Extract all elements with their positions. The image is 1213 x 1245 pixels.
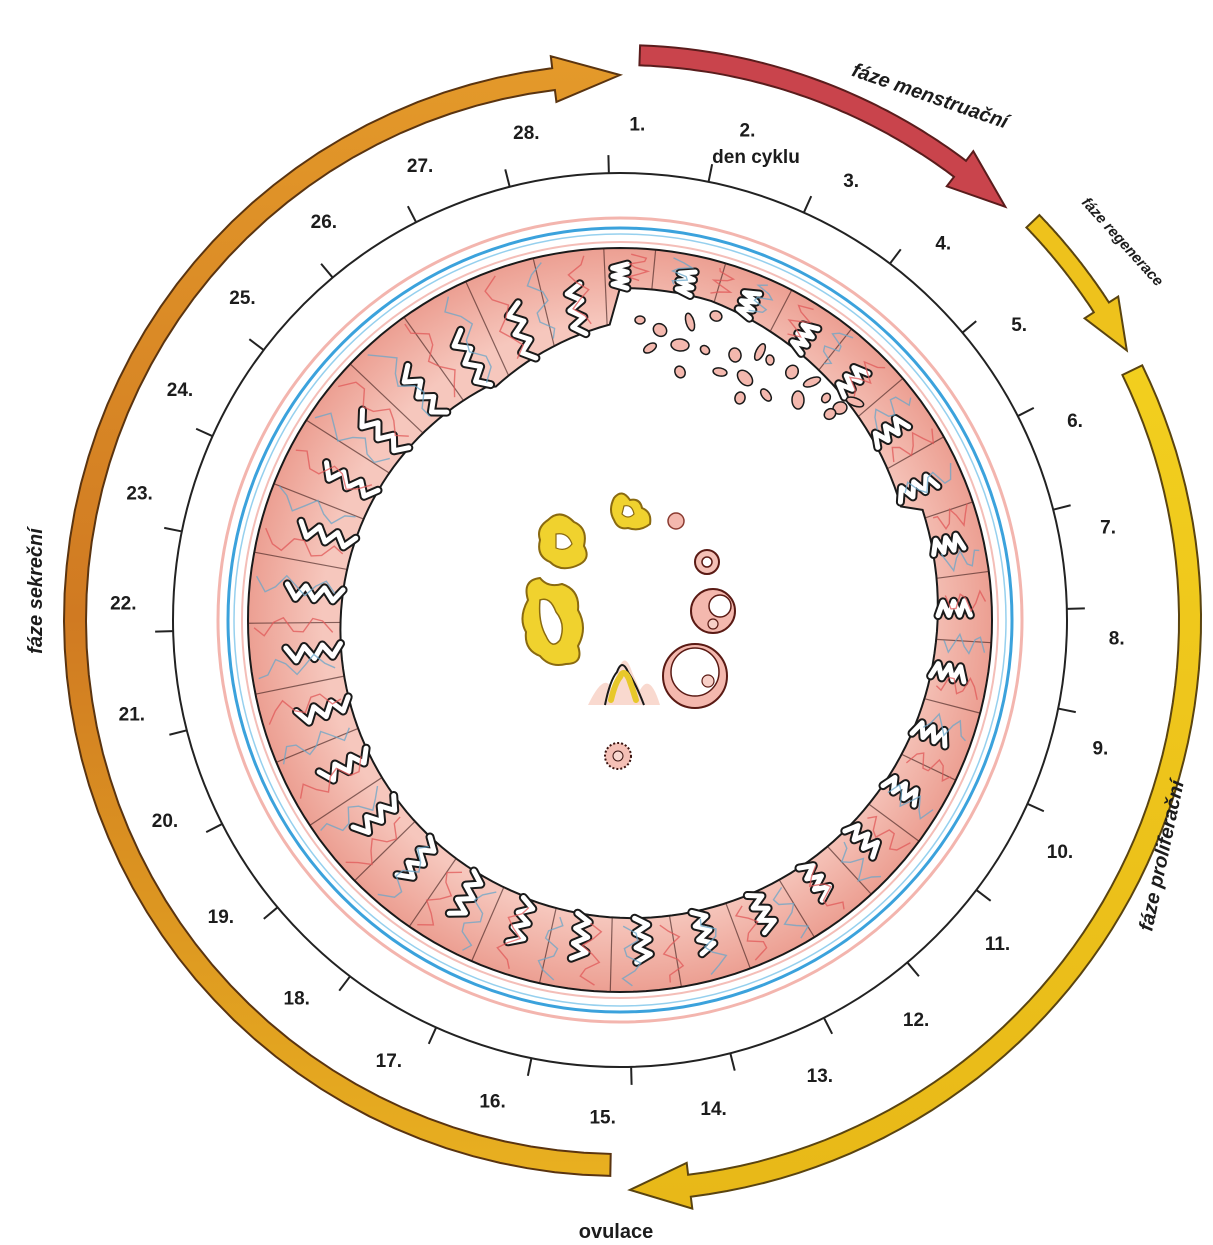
day-tick xyxy=(976,890,990,901)
day-tick xyxy=(408,206,416,222)
ovarian-cycle xyxy=(522,493,735,769)
ovulation-rupture-icon xyxy=(588,660,660,769)
tissue-fragment xyxy=(734,391,747,405)
day-label: 12. xyxy=(903,1010,929,1031)
day-tick xyxy=(962,321,976,333)
tissue-fragment xyxy=(802,375,822,389)
day-tick xyxy=(1018,408,1034,416)
day-tick xyxy=(164,528,182,532)
day-tick xyxy=(206,824,222,832)
day-tick xyxy=(528,1058,532,1076)
endometrium-band xyxy=(248,248,992,992)
phase-labels: fáze menstruační fáze regenerace fáze pr… xyxy=(25,59,1189,1243)
day-tick xyxy=(196,429,212,436)
day-label: 9. xyxy=(1092,738,1108,759)
day-label: 1. xyxy=(629,114,645,135)
tissue-fragment xyxy=(699,344,712,357)
tissue-fragment xyxy=(684,312,697,332)
tissue-fragment xyxy=(671,338,690,352)
day-tick xyxy=(890,249,901,263)
graafian-follicle-icon xyxy=(663,644,727,708)
day-label: 5. xyxy=(1011,315,1027,336)
day-label: 28. xyxy=(513,123,539,144)
tissue-fragment xyxy=(651,321,669,339)
day-tick xyxy=(1027,804,1043,811)
day-label: 4. xyxy=(935,233,951,254)
day-tick xyxy=(730,1053,734,1070)
day-tick xyxy=(1058,709,1076,713)
day-label: 3. xyxy=(843,171,859,192)
tissue-fragment xyxy=(783,363,800,381)
day-label: 21. xyxy=(119,705,145,726)
day-label: 16. xyxy=(479,1091,505,1112)
day-label: 25. xyxy=(229,288,255,309)
day-label: 18. xyxy=(284,989,310,1010)
tissue-fragment xyxy=(673,364,687,379)
day-label: 24. xyxy=(167,380,193,401)
tissue-fragment xyxy=(712,367,727,377)
corpus-luteum-regression-icon xyxy=(539,514,587,568)
day-label: 15. xyxy=(589,1108,615,1129)
day-tick xyxy=(249,339,263,350)
day-label: 22. xyxy=(110,594,136,615)
tissue-fragment xyxy=(734,367,755,388)
corpus-albicans-icon xyxy=(611,493,650,529)
day-tick xyxy=(339,976,350,990)
day-label: 26. xyxy=(311,212,337,233)
day-label: 13. xyxy=(807,1066,833,1087)
day-label: 2. xyxy=(740,121,756,142)
tissue-fragment xyxy=(765,355,774,366)
tissue-fragment xyxy=(820,392,832,405)
tissue-fragment xyxy=(642,341,658,355)
day-tick xyxy=(505,169,509,186)
day-tick xyxy=(321,264,333,278)
tissue-fragment xyxy=(728,347,742,363)
day-label: 10. xyxy=(1047,842,1073,863)
tissue-fragment xyxy=(635,316,645,324)
day-label: 17. xyxy=(376,1051,402,1072)
secretory-phase-label: fáze sekreční xyxy=(25,526,47,654)
day-tick xyxy=(824,1018,832,1034)
day-tick xyxy=(1053,505,1070,509)
primary-follicle-icon xyxy=(668,513,684,529)
corpus-luteum-icon xyxy=(522,578,583,665)
day-label: 6. xyxy=(1067,411,1083,432)
day-tick xyxy=(169,730,186,734)
day-label: 7. xyxy=(1100,517,1116,538)
day-label: 11. xyxy=(985,934,1010,955)
tissue-fragment xyxy=(792,391,804,409)
day-label: 20. xyxy=(152,811,178,832)
endometrium-ring xyxy=(218,218,1022,1022)
day-label: 19. xyxy=(208,907,234,928)
menstrual-phase-arrow xyxy=(639,45,1005,206)
day-label: 27. xyxy=(407,156,433,177)
day-label: 23. xyxy=(126,484,152,505)
tissue-fragment xyxy=(759,387,774,403)
day-label: 14. xyxy=(700,1099,726,1120)
day-tick xyxy=(264,907,278,919)
day-label: 8. xyxy=(1109,628,1125,649)
ovulation-label: ovulace xyxy=(579,1221,653,1243)
tertiary-follicle-icon xyxy=(691,589,735,633)
tissue-division xyxy=(248,622,341,623)
secondary-follicle-icon xyxy=(695,550,719,574)
day-tick xyxy=(804,196,811,212)
tissue-fragment xyxy=(709,309,724,323)
day-of-cycle-label: den cyklu xyxy=(712,147,800,168)
day-tick xyxy=(429,1027,436,1043)
tissue-fragment xyxy=(752,342,767,362)
day-tick xyxy=(907,962,919,976)
